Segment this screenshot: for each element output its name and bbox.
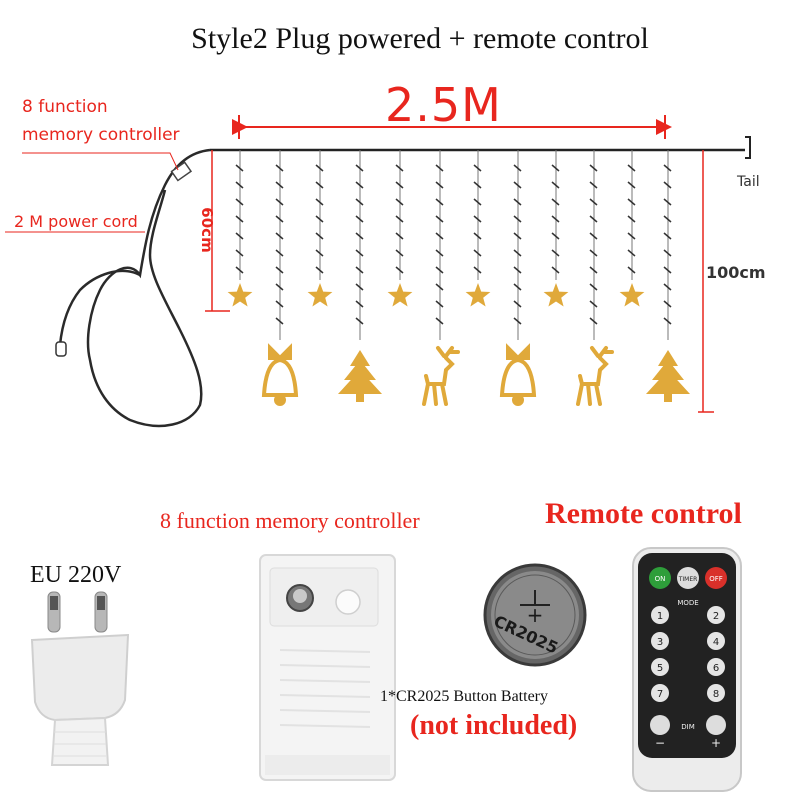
remote-dim-button[interactable] <box>650 715 670 735</box>
remote-off-button[interactable] <box>705 567 727 589</box>
svg-text:OFF: OFF <box>709 575 723 583</box>
star-ornament <box>307 283 333 307</box>
tail-label: Tail <box>736 174 760 190</box>
remote-timer-button[interactable] <box>677 567 699 589</box>
inline-controller <box>170 161 193 182</box>
remote-number-label: 6 <box>713 663 719 674</box>
remote-title: Remote control <box>545 497 742 530</box>
remote-number-label: 4 <box>713 637 719 648</box>
bell-ornament <box>261 343 299 406</box>
svg-text:+: + <box>527 603 544 627</box>
svg-text:TIMER: TIMER <box>678 576 698 583</box>
bell-ornament <box>499 343 537 406</box>
svg-text:ON: ON <box>655 575 666 583</box>
star-ornament <box>619 283 645 307</box>
button-battery: CR2025 + <box>483 563 587 667</box>
remote-number-label: 1 <box>657 611 663 622</box>
controller-title: 8 function memory controller <box>160 508 420 533</box>
tail-cap <box>745 136 751 159</box>
star-ornament <box>465 283 491 307</box>
remote-mode-label: MODE <box>677 599 698 607</box>
controller-box <box>259 554 396 781</box>
remote-dim-label: DIM <box>681 723 695 731</box>
controller-label-2: memory controller <box>22 125 180 145</box>
star-ornament <box>387 283 413 307</box>
remote-number-button[interactable] <box>707 684 725 702</box>
long-height-label: 100cm <box>706 263 766 282</box>
reindeer-ornament <box>576 346 614 406</box>
remote-number-button[interactable] <box>651 606 669 624</box>
page-title: Style2 Plug powered + remote control <box>191 22 649 55</box>
remote-number-button[interactable] <box>707 658 725 676</box>
light-strings <box>227 150 690 406</box>
star-ornament <box>227 283 253 307</box>
remote-bright-button[interactable] <box>706 715 726 735</box>
remote-number-label: 7 <box>657 689 663 700</box>
controller-ir-sensor <box>335 589 361 615</box>
light-curtain-diagram: 60cm 100cm 8 function memory controller … <box>5 97 766 428</box>
tree-ornament <box>338 350 382 402</box>
tree-ornament <box>646 350 690 402</box>
remote-number-button[interactable] <box>707 606 725 624</box>
remote-number-button[interactable] <box>707 632 725 650</box>
eu-plug <box>30 591 130 766</box>
plug-label: EU 220V <box>30 562 122 588</box>
short-height-label: 60cm <box>198 207 216 252</box>
remote-number-button[interactable] <box>651 684 669 702</box>
cord-plug-end <box>55 341 67 357</box>
star-ornament <box>543 283 569 307</box>
remote-number-buttons: 1 2 3 4 5 6 7 8 <box>651 606 725 702</box>
not-included-label: (not included) <box>410 710 578 741</box>
remote-number-button[interactable] <box>651 632 669 650</box>
svg-text:+: + <box>711 736 721 750</box>
power-cord <box>86 148 211 428</box>
remote-control: ON TIMER OFF MODE 1 2 3 4 5 6 7 8 DIM − + <box>632 547 742 792</box>
reindeer-ornament <box>422 346 460 406</box>
remote-number-label: 2 <box>713 611 719 622</box>
remote-number-label: 3 <box>657 637 663 648</box>
remote-number-label: 8 <box>713 689 719 700</box>
remote-number-button[interactable] <box>651 658 669 676</box>
battery-label: 1*CR2025 Button Battery <box>380 688 548 705</box>
controller-label-1: 8 function <box>22 97 108 117</box>
remote-on-button[interactable] <box>649 567 671 589</box>
svg-text:−: − <box>655 736 665 750</box>
remote-number-label: 5 <box>657 663 663 674</box>
power-cord-label: 2 M power cord <box>14 212 138 231</box>
